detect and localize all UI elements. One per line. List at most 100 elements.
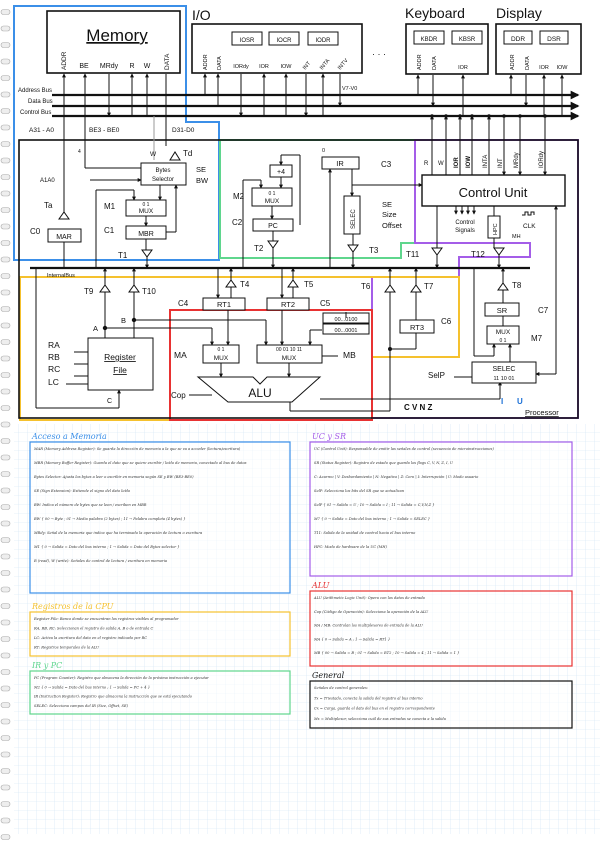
spiral-ring: [0, 273, 11, 279]
t6-control: T6: [361, 282, 371, 291]
spiral-ring: [0, 553, 11, 560]
note-line: Register File: Banco donde se encuentran…: [33, 617, 179, 621]
be-lines-label: BE3 - BE0: [89, 127, 120, 134]
io-pin-ior: IOR: [259, 64, 269, 70]
io-pin-data: DATA: [217, 56, 223, 70]
note-line: M1 { 0 → Salida = Dato del bus interno ;…: [33, 545, 180, 549]
spiral-ring: [0, 619, 11, 626]
constant-1: 00...0001: [335, 328, 358, 334]
lc-control: LC: [48, 377, 59, 387]
spiral-ring: [0, 834, 11, 840]
spiral-ring: [0, 504, 11, 510]
kb-pin-addr: ADDR: [417, 54, 423, 70]
kb-pin-ior: IOR: [458, 65, 468, 71]
t9-control: T9: [84, 287, 94, 296]
pin-addr: ADDR: [61, 51, 68, 70]
c5-control: C5: [320, 299, 331, 308]
se-control: SE: [196, 165, 206, 174]
spiral-ring: [0, 603, 11, 609]
flag-u: U: [517, 397, 523, 406]
processor-outline: [18, 139, 579, 419]
note-line: Mx = Multiplexor, selecciona cuál de sus…: [313, 717, 446, 721]
note-line: M7 { 0 → Salida = Dato del bus interno ;…: [313, 517, 430, 521]
cu-pin-inta: INTA: [483, 155, 489, 168]
t1-control: T1: [118, 251, 128, 260]
addr-lines-label: A31 - A0: [29, 127, 54, 134]
register-file-label-2: File: [113, 365, 127, 375]
mux-m1: MUX: [139, 208, 154, 215]
control-signals-label: Control: [455, 220, 474, 226]
note-line: HPC: Modo de hardware de la UC (MH): [313, 545, 387, 549]
pc-register: PC: [268, 223, 278, 230]
spiral-ring: [0, 42, 11, 48]
io-block: I/O IOSR IOCR IODR ADDR DATA IORdy IOR I…: [191, 7, 386, 92]
a1a0-signal: A1A0: [40, 178, 55, 184]
dp-pin-data: DATA: [525, 56, 531, 70]
cu-pin-r: R: [424, 161, 429, 167]
port-c-label: C: [107, 398, 112, 405]
spiral-ring: [0, 124, 11, 131]
note-line: Cop (Código de Operación): Selecciona la…: [314, 610, 429, 614]
cu-pin-iordy: IORdy: [539, 151, 545, 168]
spiral-ring: [0, 801, 11, 807]
note-line: Señales de control generales:: [314, 686, 368, 690]
spiral-ring: [0, 25, 11, 32]
ir-se-output: SE: [382, 200, 392, 209]
mux-m2-inputs: 0 1: [269, 191, 276, 197]
spiral-ring: [0, 405, 11, 411]
m2-control: M2: [233, 192, 245, 201]
iocr-register: IOCR: [277, 38, 293, 44]
kbdr-register: KBDR: [421, 37, 438, 43]
plus4-adder: +4: [277, 169, 285, 176]
selp-control: SelP: [428, 371, 445, 380]
note-line: SE (Sign Extension): Extiende el signo d…: [34, 489, 131, 493]
spiral-ring: [0, 487, 11, 494]
control-bus-label: Control Bus: [20, 110, 51, 116]
note-heading: Acceso a Memoria: [31, 432, 107, 441]
t5-control: T5: [304, 280, 314, 289]
mb-control: MB: [343, 350, 356, 360]
note-line: ALU (Arithmetic Logic Unit): Opera con l…: [313, 596, 425, 600]
keyboard-title: Keyboard: [405, 5, 465, 21]
io-title: I/O: [192, 7, 211, 23]
spiral-ring: [0, 817, 11, 824]
note-heading: UC y SR: [312, 432, 346, 441]
constant-4: 00...0100: [335, 317, 358, 323]
spiral-ring: [0, 636, 11, 642]
port-a-label: A: [93, 324, 98, 333]
note-section: ALU ALU (Arithmetic Logic Unit): Opera co…: [309, 581, 573, 667]
note-line: RT: Registros temporales de la ALU: [33, 646, 100, 650]
spiral-ring: [0, 289, 11, 296]
dp-pin-ior: IOR: [539, 65, 549, 71]
note-heading: ALU: [311, 581, 330, 590]
spiral-ring: [0, 537, 11, 543]
m1-control: M1: [104, 202, 116, 211]
note-line: PC (Program Counter): Registro que almac…: [33, 676, 209, 680]
hpc-block: HPC: [493, 223, 499, 235]
note-line: BW: Indica el número de bytes que se lee…: [33, 503, 147, 507]
ir-offset-output: Offset: [382, 221, 403, 230]
rt2-register: RT2: [281, 300, 295, 309]
note-line: R (read), W (write): Señales de control …: [33, 559, 167, 563]
cu-pin-ior: IOR: [454, 157, 460, 168]
w-signal: W: [150, 151, 157, 158]
ddr-register: DDR: [511, 36, 525, 43]
spiral-ring: [0, 652, 11, 659]
cu-pin-w: W: [438, 161, 444, 167]
spiral-ring: [0, 58, 11, 65]
note-line: IR (Instruction Register): Registro que …: [33, 695, 193, 699]
note-heading: IR y PC: [31, 661, 62, 670]
note-line: RA, RB, RC: Seleccionan el registro de s…: [33, 627, 153, 631]
note-line: LC: Activa la escritura del dato en el r…: [33, 636, 147, 640]
register-file: Register: [104, 352, 136, 362]
spiral-ring: [0, 471, 11, 477]
note-line: Cx = Carga, guarda el dato del bus en el…: [314, 707, 435, 711]
c7-control: C7: [538, 306, 549, 315]
control-unit: Control Unit: [459, 185, 528, 200]
t10-control: T10: [142, 287, 156, 296]
note-line: MAR (Memory Address Register): Se guarda…: [33, 447, 241, 451]
spiral-ring: [0, 388, 11, 395]
io-pin-int: INT: [302, 60, 313, 71]
io-pin-iordy: IORdy: [233, 64, 249, 70]
